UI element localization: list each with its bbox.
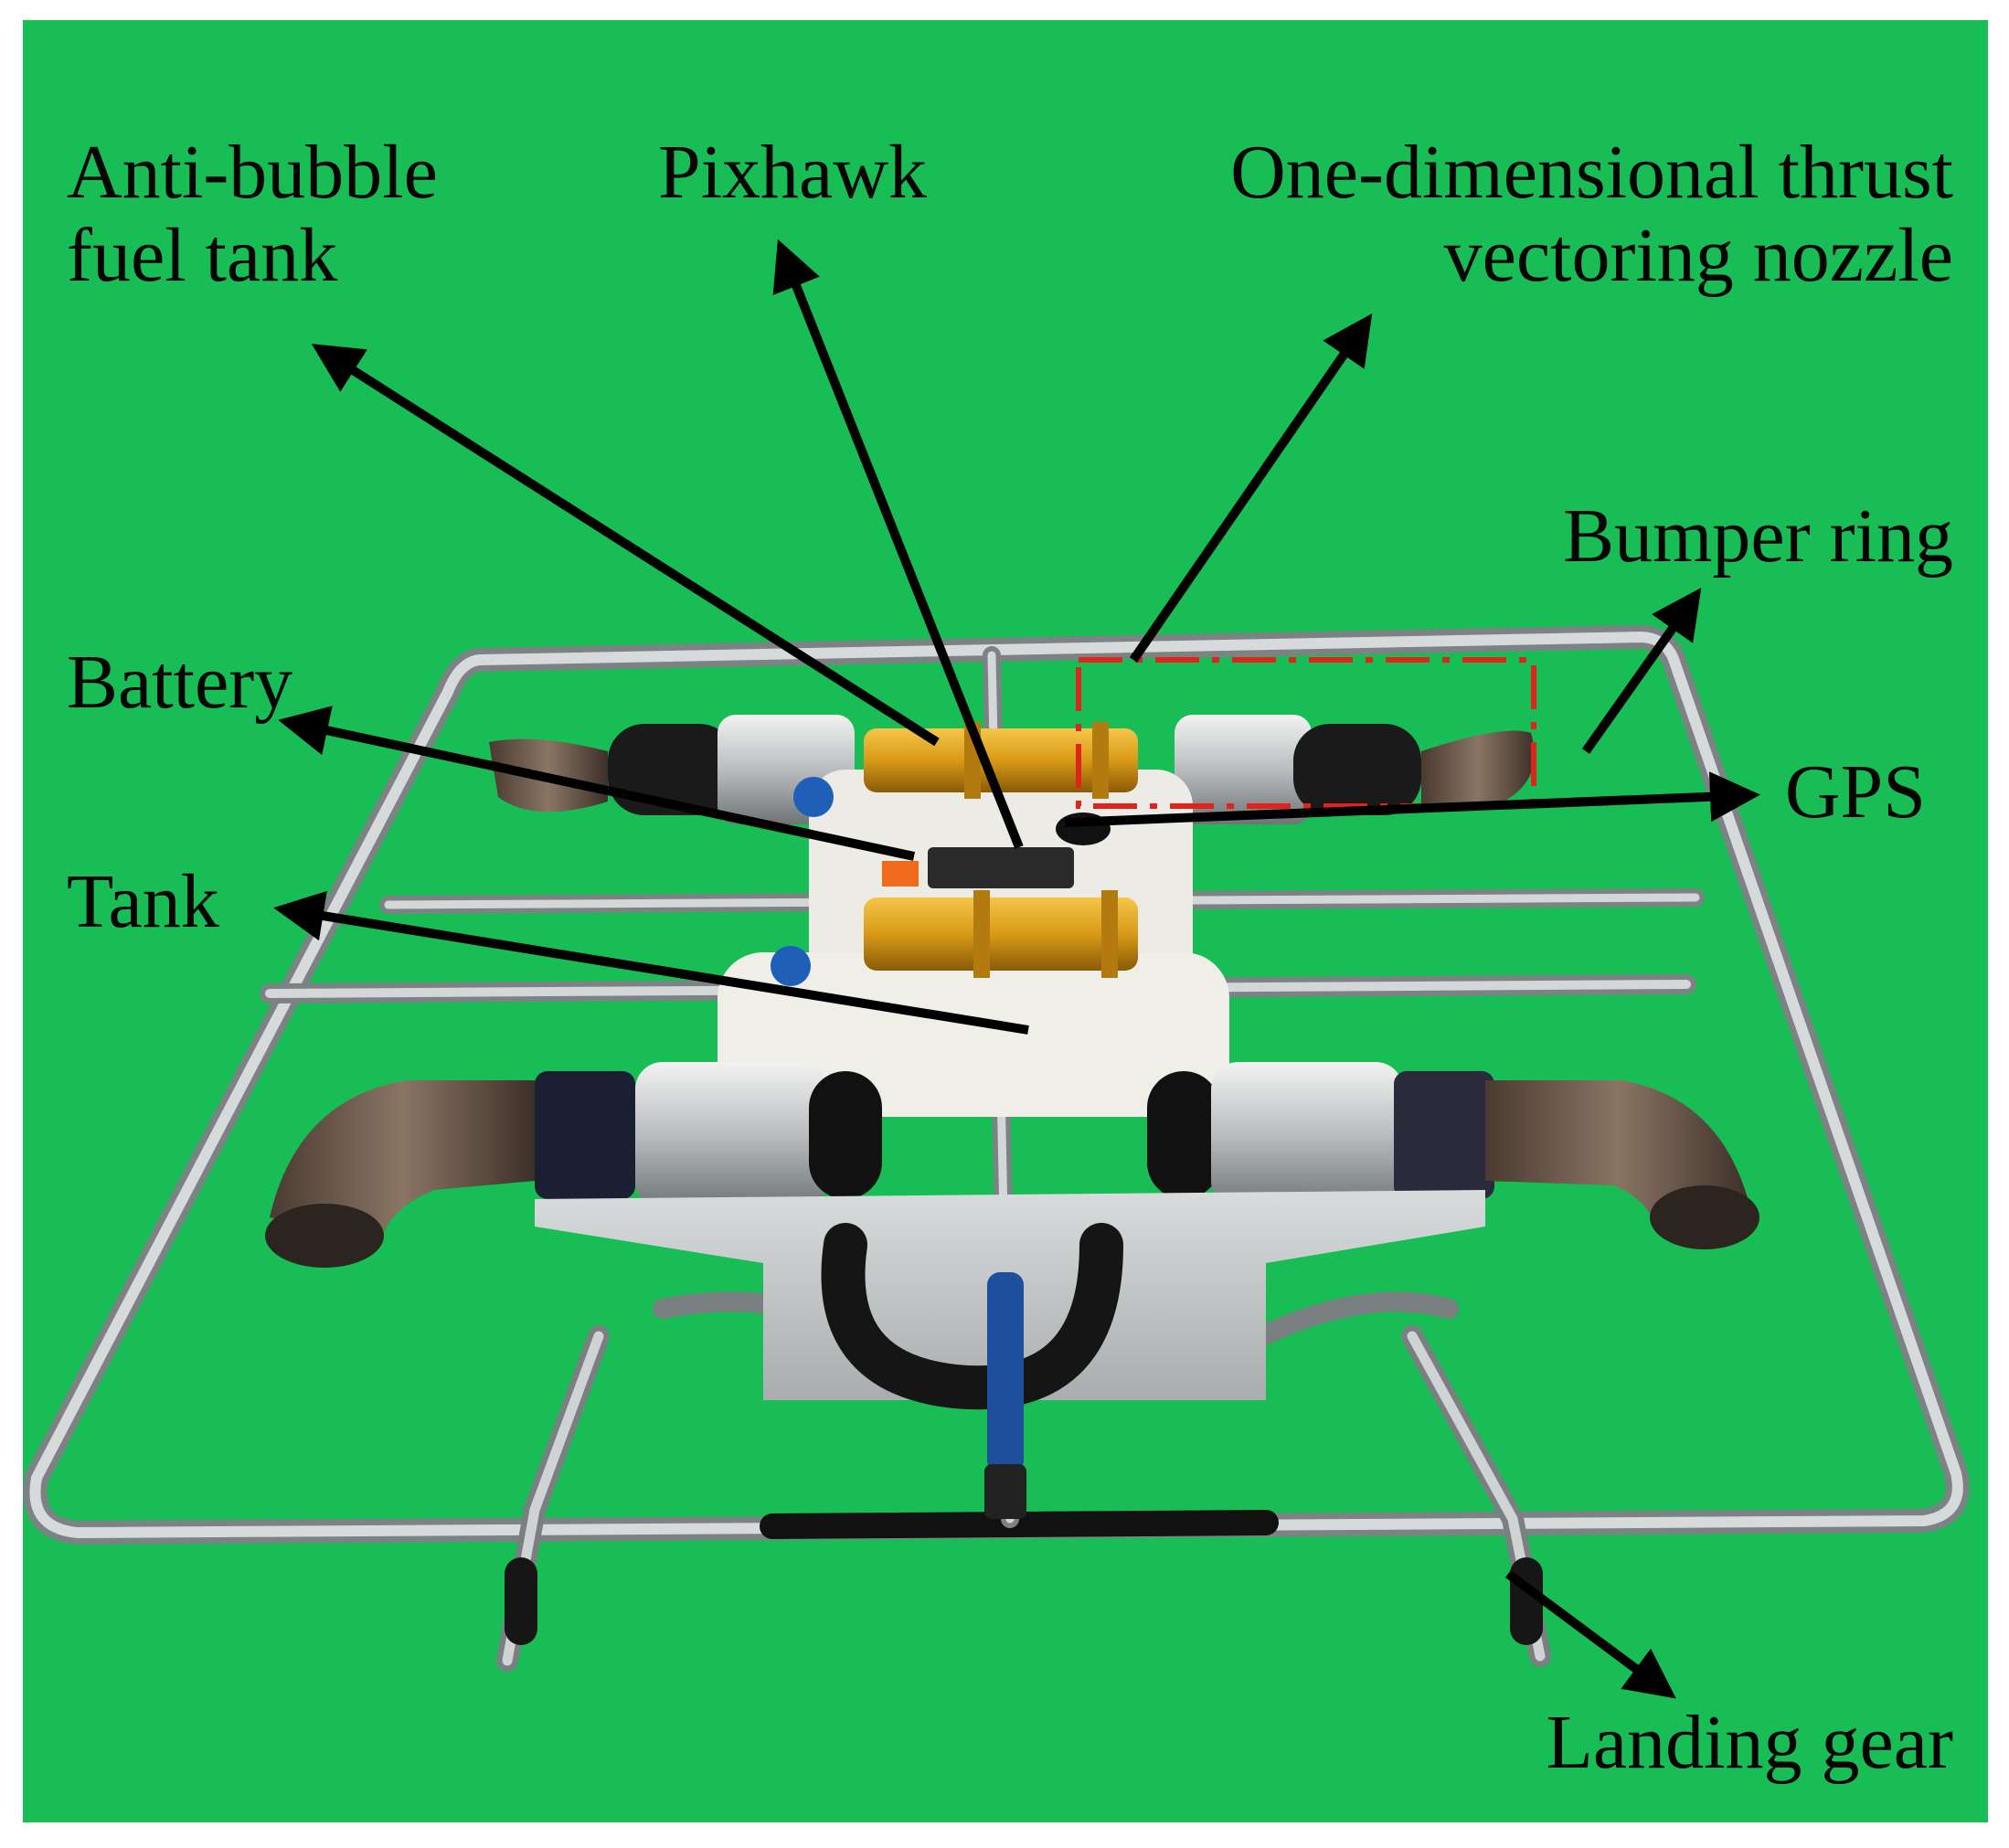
label-line: vectoring nozzle [1443, 212, 1953, 298]
nozzle-highlight-box [1076, 657, 1536, 809]
label-thrust-vectoring-nozzle: One-dimensional thrust vectoring nozzle [1230, 130, 1953, 298]
label-line: Landing gear [1546, 1700, 1953, 1785]
label-landing-gear: Landing gear [1546, 1700, 1953, 1785]
arrow-nozzle [1129, 313, 1373, 663]
label-line: Anti-bubble [67, 130, 438, 215]
bumper-ring [23, 625, 1970, 1545]
landing-gear [496, 1291, 1551, 1672]
label-line: Battery [67, 640, 293, 725]
arrow-bumper-ring [1581, 588, 1702, 754]
label-line: GPS [1784, 749, 1926, 834]
annotation-arrows [273, 239, 1760, 1699]
arrow-tank [273, 890, 1029, 1035]
drone-photo [23, 20, 1988, 1822]
label-line: One-dimensional thrust [1230, 130, 1953, 215]
label-tank: Tank [67, 859, 219, 944]
figure: Anti-bubble fuel tank Pixhawk One-dimens… [23, 20, 1988, 1822]
label-anti-bubble-fuel-tank: Anti-bubble fuel tank [67, 130, 438, 298]
arrow-gps [1064, 771, 1760, 827]
label-gps: GPS [1784, 749, 1926, 834]
label-bumper-ring: Bumper ring [1563, 494, 1953, 579]
arrow-fuel-tank [311, 344, 940, 747]
front-plate [535, 1190, 1485, 1519]
label-line: Tank [67, 859, 219, 944]
arrow-landing-gear [1505, 1569, 1676, 1699]
arrow-battery [278, 706, 916, 861]
center-body [718, 722, 1229, 1117]
front-turbines [265, 1062, 1759, 1268]
label-line: fuel tank [67, 212, 338, 298]
arrow-pixhawk [772, 239, 1024, 849]
label-battery: Battery [67, 640, 293, 725]
label-pixhawk: Pixhawk [658, 130, 927, 215]
label-line: Pixhawk [658, 130, 927, 215]
label-line: Bumper ring [1563, 494, 1953, 579]
